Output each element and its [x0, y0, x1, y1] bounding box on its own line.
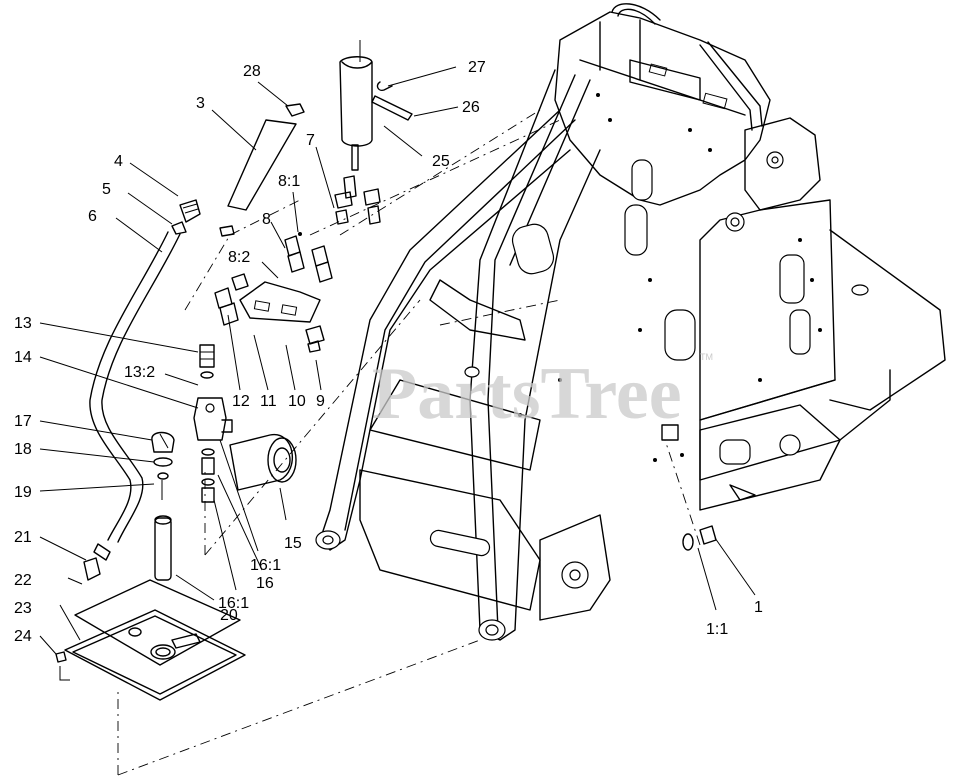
- callout-19: 19: [14, 484, 32, 501]
- callout-20: 20: [220, 607, 238, 624]
- callout-27: 27: [468, 59, 486, 76]
- callout-16-1-b: 16:1: [218, 595, 249, 612]
- hydraulic-parts: [55, 40, 413, 701]
- callout-3: 3: [196, 95, 205, 112]
- callout-11: 11: [260, 393, 277, 410]
- parts-1-hardware: [682, 525, 717, 551]
- watermark-trademark: TM: [700, 352, 713, 362]
- callout-numbers: 28 3 4 5 6 7 8:1 8 8:2 12 11 10 9 13 13:…: [14, 59, 763, 645]
- callout-26: 26: [462, 99, 480, 116]
- callout-10: 10: [288, 393, 306, 410]
- callout-13: 13: [14, 315, 32, 332]
- callout-21: 21: [14, 529, 32, 546]
- callout-16-1-a: 16:1: [250, 557, 281, 574]
- callout-8-2: 8:2: [228, 249, 250, 266]
- callout-15: 15: [284, 535, 302, 552]
- callout-13-2: 13:2: [124, 364, 155, 381]
- callout-8-1: 8:1: [278, 173, 300, 190]
- callout-22: 22: [14, 572, 32, 589]
- callout-14: 14: [14, 349, 32, 366]
- callout-23: 23: [14, 600, 32, 617]
- watermark-text: PartsTree: [372, 353, 682, 435]
- leader-lines: [39, 66, 756, 681]
- callout-16: 16: [256, 575, 274, 592]
- callout-1: 1: [754, 599, 763, 616]
- callout-28: 28: [243, 63, 261, 80]
- callout-9: 9: [316, 393, 325, 410]
- callout-12: 12: [232, 393, 250, 410]
- callout-8: 8: [262, 211, 271, 228]
- callout-25: 25: [432, 153, 450, 170]
- watermark: PartsTree TM: [372, 352, 713, 435]
- callout-17: 17: [14, 413, 32, 430]
- callout-18: 18: [14, 441, 32, 458]
- callout-7: 7: [306, 132, 315, 149]
- callout-24: 24: [14, 628, 32, 645]
- main-frame: [315, 3, 946, 641]
- callout-4: 4: [114, 153, 123, 170]
- callout-1-1: 1:1: [706, 621, 728, 638]
- callout-6: 6: [88, 208, 97, 225]
- callout-5: 5: [102, 181, 111, 198]
